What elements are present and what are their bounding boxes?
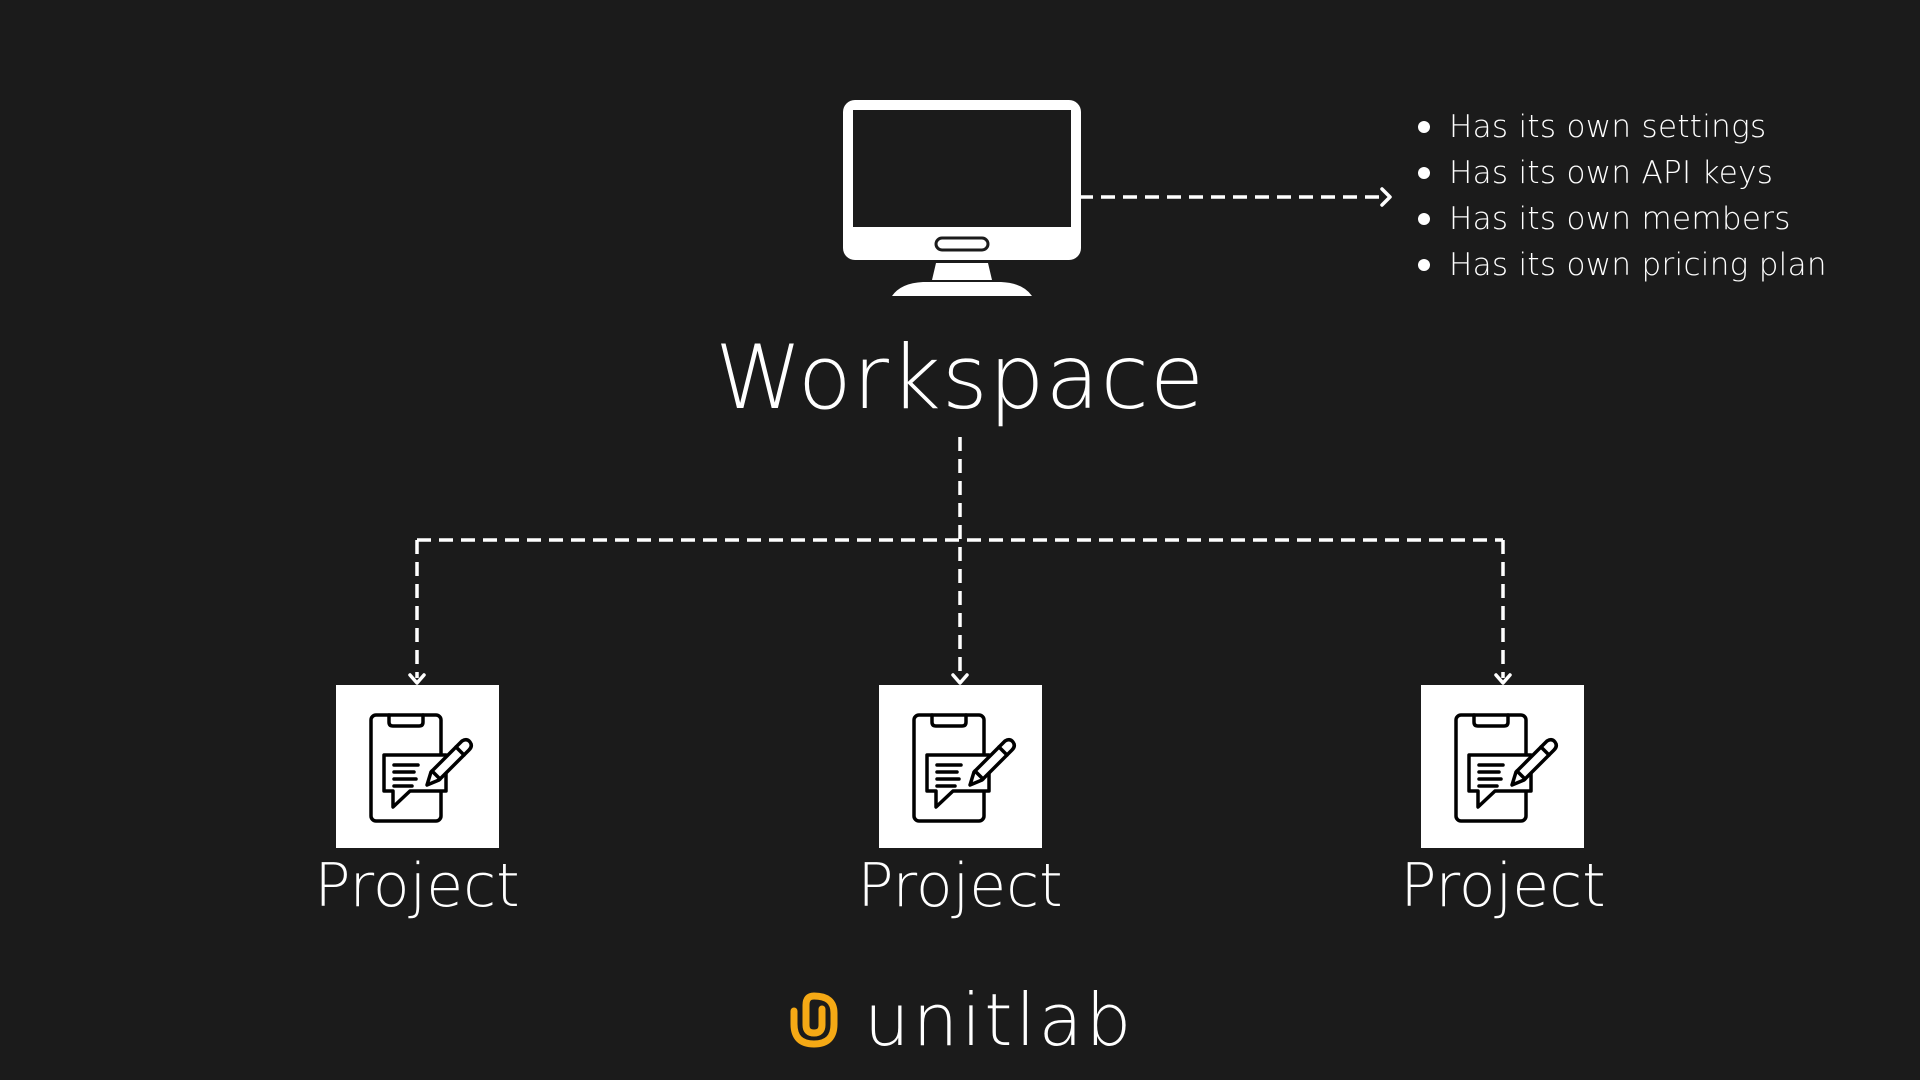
bullet-icon [1418, 259, 1430, 271]
list-item: Has its own members [1415, 196, 1827, 242]
project-node-1 [336, 685, 499, 848]
project-label-1: Project [314, 851, 520, 921]
arrowhead-down-icon [408, 673, 426, 685]
project-node-2 [879, 685, 1042, 848]
bullet-icon [1418, 167, 1430, 179]
workspace-label: Workspace [715, 326, 1205, 429]
bullet-icon [1418, 121, 1430, 133]
brand-logo: unitlab [788, 984, 1134, 1056]
clipboard-edit-icon [912, 713, 1017, 823]
project-node-3 [1421, 685, 1584, 848]
list-item: Has its own settings [1415, 104, 1827, 150]
list-item: Has its own pricing plan [1415, 242, 1827, 288]
arrowhead-down-icon [1494, 673, 1512, 685]
bullet-icon [1418, 213, 1430, 225]
brand-name: unitlab [864, 978, 1135, 1062]
clipboard-edit-icon [369, 713, 474, 823]
desktop-monitor-icon [843, 100, 1081, 296]
workspace-properties-list: Has its own settings Has its own API key… [1415, 104, 1827, 288]
unitlab-logo-icon [790, 992, 838, 1048]
arrowhead-down-icon [951, 673, 969, 685]
clipboard-edit-icon [1454, 713, 1559, 823]
arrowhead-right-icon [1380, 187, 1392, 207]
project-label-3: Project [1400, 851, 1606, 921]
project-label-2: Project [857, 851, 1063, 921]
list-item: Has its own API keys [1415, 150, 1827, 196]
